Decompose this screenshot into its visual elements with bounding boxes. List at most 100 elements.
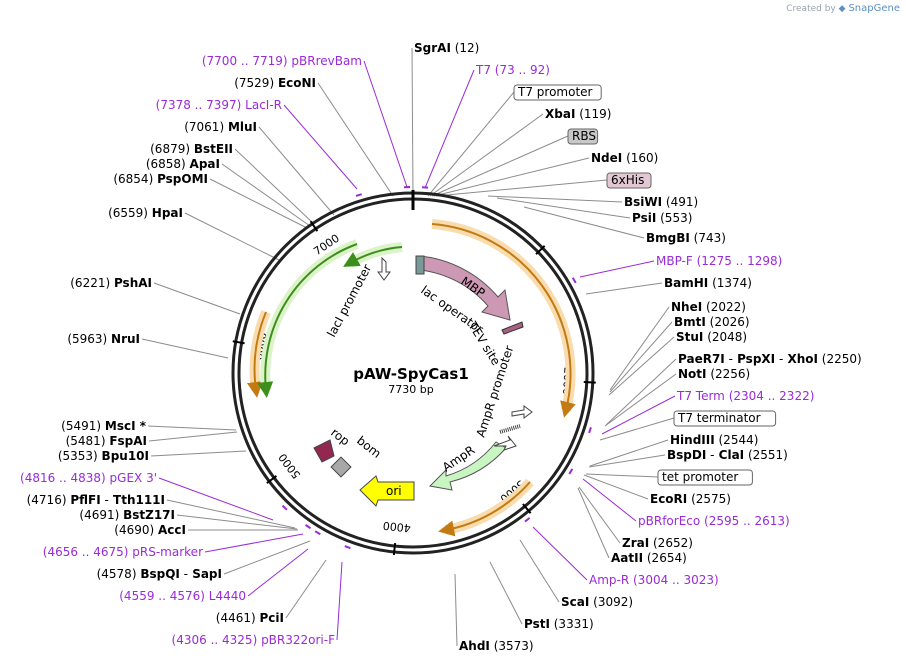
name-sgrai: SgrAI	[414, 41, 451, 55]
leader-aatii	[577, 487, 610, 559]
enzyme-clai: ClaI	[714, 448, 744, 462]
position-bpu10i: (5353)	[58, 449, 102, 463]
position-bspqi: (4578)	[97, 567, 141, 581]
enzyme-psii: PsiI (553)	[632, 211, 692, 225]
leader-t7prom	[427, 91, 515, 197]
orf-arc-left	[246, 310, 271, 398]
label-ampr: Amp-R (3004 .. 3023)	[589, 573, 719, 587]
label-zrai: ZraI (2652)	[622, 536, 693, 550]
separator: -	[725, 352, 733, 366]
label-msci: (5491) MscI *	[61, 419, 147, 433]
position-bspdi: (2551)	[744, 448, 788, 462]
label-ecori: EcoRI (2575)	[650, 492, 731, 506]
leader-prs	[204, 533, 304, 553]
position-t7: (73 .. 92)	[491, 63, 550, 77]
enzyme-pcii: (4461) PciI	[216, 611, 284, 625]
label-nrui: (5963) NruI	[67, 332, 140, 346]
leader-pbrrev	[363, 60, 408, 188]
enzyme-bsiwi: BsiWI (491)	[624, 195, 698, 209]
label-sgrai: SgrAI (12)	[414, 41, 479, 55]
tick-mark-7000	[309, 220, 319, 232]
position-bamhi: (1374)	[708, 276, 752, 290]
name-scai: ScaI	[561, 595, 589, 609]
position-stui: (2048)	[703, 330, 747, 344]
laci-promoter-label: lacI promoter	[324, 262, 374, 340]
enzyme-bamhi: BamHI (1374)	[664, 276, 752, 290]
position-pgex: (4816 .. 4838)	[20, 471, 110, 485]
position-sgrai: (12)	[451, 41, 479, 55]
enzyme-msci: (5491) MscI *	[61, 419, 147, 433]
position-econi: (7529)	[234, 76, 278, 90]
enzyme-apai: (6858) ApaI	[146, 157, 220, 171]
leader-l4440	[247, 548, 309, 597]
enzyme-bmti: BmtI (2026)	[674, 315, 750, 329]
ori-feature-arrow	[359, 475, 415, 507]
enzyme-pspomi: (6854) PspOMI	[113, 172, 208, 186]
name-msci: MscI *	[105, 419, 147, 433]
name-pshai: PshAI	[114, 276, 152, 290]
name-hpai: HpaI	[152, 206, 183, 220]
position-apai: (6858)	[146, 157, 190, 171]
plasmid-name: pAW-SpyCas1	[353, 365, 469, 383]
ampr-promoter-hatch	[499, 424, 521, 434]
laci-promoter-arrow	[377, 256, 391, 281]
label-econi: (7529) EcoNI	[234, 76, 316, 90]
label-mbpf: MBP-F (1275 .. 1298)	[656, 254, 782, 268]
name-pbrfor: pBRforEco	[638, 514, 700, 528]
position-psii: (553)	[656, 211, 692, 225]
label-fspai: (5481) FspAI	[66, 434, 147, 448]
position-nhei: (2022)	[702, 300, 746, 314]
label-bstz17i: (4691) BstZ17I	[79, 508, 175, 522]
leader-tetprom	[585, 473, 659, 478]
feature-box-his	[606, 172, 652, 189]
name-psii: PsiI	[632, 211, 656, 225]
enzyme-hpai: (6559) HpaI	[108, 206, 183, 220]
enzyme-scai: ScaI (3092)	[561, 595, 633, 609]
position-bmti: (2026)	[706, 315, 750, 329]
leader-ampr	[532, 526, 588, 581]
tev-site-block	[501, 321, 524, 335]
label-lacir: (7378 .. 7397) LacI-R	[156, 98, 282, 112]
name-pbrrev: pBRrevBam	[291, 54, 362, 68]
position-zrai: (2652)	[649, 536, 693, 550]
leader-pbr322	[336, 561, 343, 641]
name-ampr: Amp-R	[589, 573, 629, 587]
name-acci: AccI	[158, 523, 186, 537]
enzyme-stui: StuI (2048)	[676, 330, 747, 344]
feature-name-t7termbox: T7 terminator	[677, 411, 761, 425]
label-t7termbox: T7 terminator	[673, 410, 777, 427]
leader-bamhi	[585, 282, 663, 295]
leader-fspai	[148, 431, 238, 442]
enzyme-group-multi: PaeR7I - PspXI - XhoI (2250)	[678, 352, 862, 366]
primer-l4440: (4559 .. 4576) L4440	[119, 589, 246, 603]
position-bmgbi: (743)	[690, 231, 726, 245]
leader-ndei	[433, 157, 590, 197]
name-pbr322: pBR322ori-F	[261, 633, 335, 647]
leader-pgex	[158, 477, 274, 521]
credit-prefix: Created by	[786, 4, 836, 14]
rop-label: rop	[328, 425, 352, 448]
position-aatii: (2654)	[643, 551, 687, 565]
name-ahdi: AhdI	[459, 639, 490, 653]
leader-pbrfor	[582, 478, 637, 522]
enzyme-econi: (7529) EcoNI	[234, 76, 316, 90]
name-zrai: ZraI	[622, 536, 649, 550]
name-bstz17i: BstZ17I	[123, 508, 175, 522]
label-pgex: (4816 .. 4838) pGEX 3'	[20, 471, 157, 485]
name-lacir: LacI-R	[245, 98, 282, 112]
name-bmti: BmtI	[674, 315, 706, 329]
leader-t7	[424, 69, 475, 189]
leader-bmgbi	[523, 206, 645, 239]
leader-bspdi	[588, 454, 666, 468]
name-mbpf: MBP-F	[656, 254, 693, 268]
feature-name-rbs: RBS	[572, 129, 596, 143]
position-bstz17i: (4691)	[79, 508, 123, 522]
position-msci: (5491)	[61, 419, 105, 433]
label-bpu10i: (5353) Bpu10I	[58, 449, 149, 463]
leader-pcii	[285, 559, 327, 619]
label-scai: ScaI (3092)	[561, 595, 633, 609]
name-nhei: NheI	[671, 300, 702, 314]
enzyme-acci: (4690) AccI	[114, 523, 186, 537]
enzyme-noti: NotI (2256)	[678, 367, 750, 381]
leader-xbai	[429, 113, 544, 197]
